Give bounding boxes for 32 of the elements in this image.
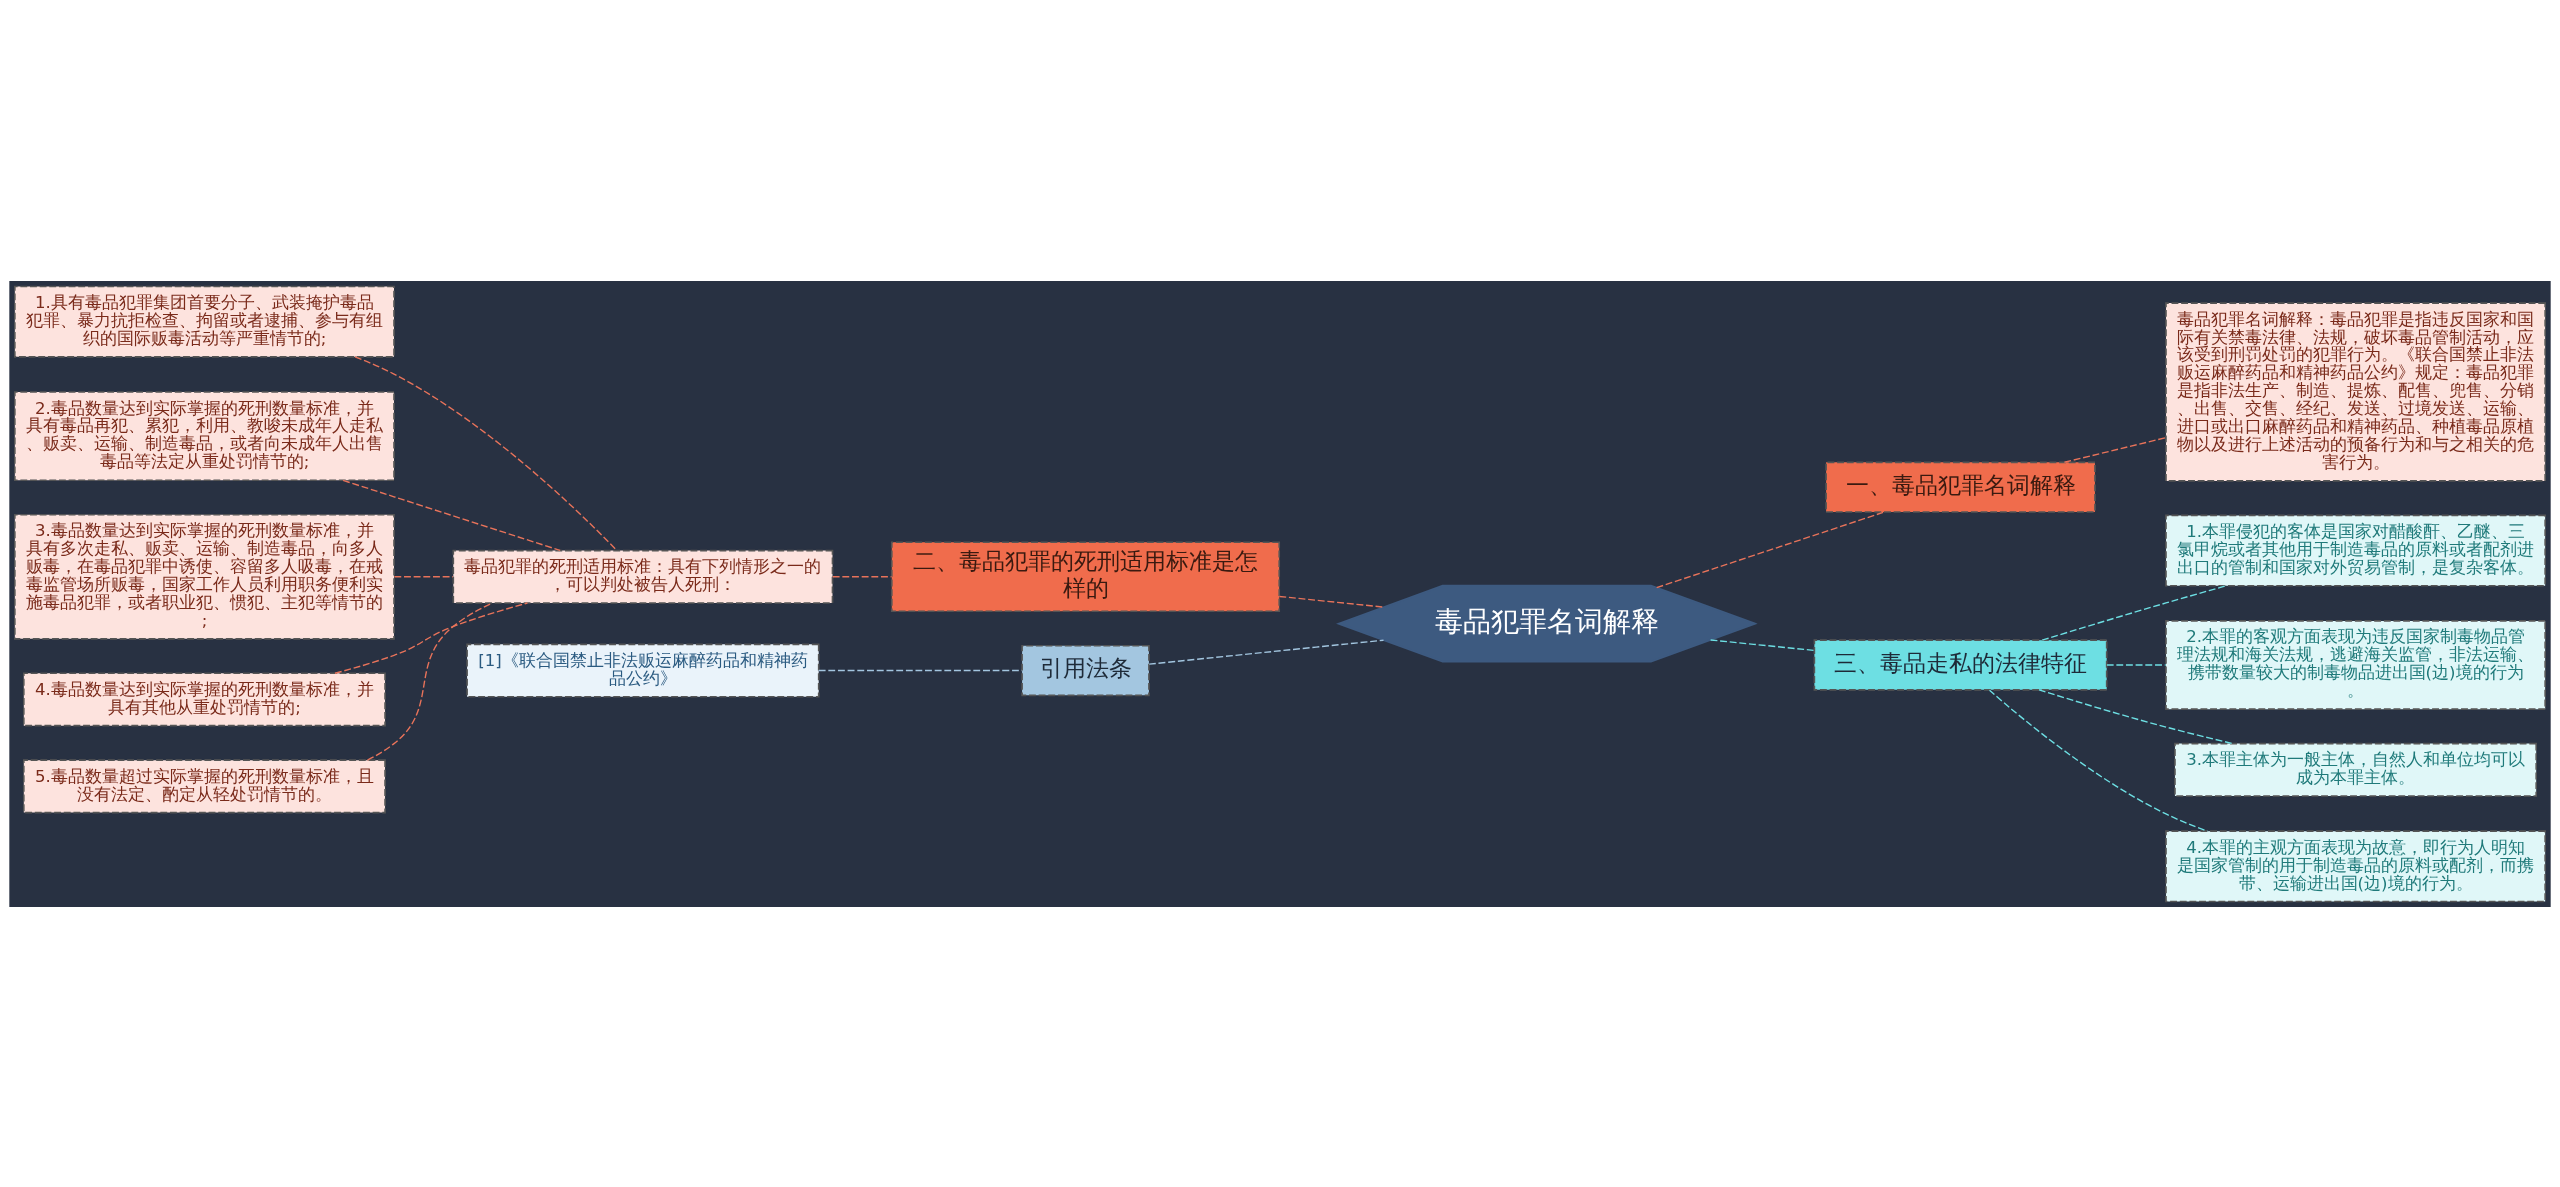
node-box: 三、毒品走私的法律特征 (1813, 638, 2108, 691)
connector (818, 669, 1023, 671)
node-box: 引用法条 (1021, 644, 1150, 696)
connector (393, 575, 454, 577)
node-box: 3.本罪主体为一般主体，自然人和单位均可以成为本罪主体。 (2174, 742, 2538, 797)
node-box: 5.毒品数量超过实际掌握的死刑数量标准，且没有法定、酌定从轻处罚情节的。 (22, 758, 386, 813)
node-box: 4.本罪的主观方面表现为故意，即行为人明知是国家管制的用于制造毒品的原料或配剂，而携带、运输进出国(边)境的行为。 (2165, 829, 2546, 902)
node-box: 2.本罪的客观方面表现为违反国家制毒物品管理法规和海关法规，逃避海关监管，非法运输、携带数量较大的制毒物品进出国(边)境的行为。 (2165, 619, 2546, 710)
node-box: 一、毒品犯罪名词解释 (1825, 461, 2096, 513)
connector (1278, 595, 1385, 608)
connector (1709, 638, 1815, 651)
node-box: 毒品犯罪名词解释：毒品犯罪是指违反国家和国际有关禁毒法律、法规，破坏毒品管制活动，应该受到刑罚处罚的犯罪行为。《联合国禁止非法贩运麻醉药品和精神药品公约》规定：毒品犯罪是指非法生产、制造、提炼、配售、兜售、分销、出售、交售、经纪、发送、过境发送、运输、进口或出口麻醉药品和精神药品、种植毒品原植物以及进行上述活动的预备行为和与之相关的危害行为。 (2165, 301, 2546, 482)
node-box: 1.本罪侵犯的客体是国家对醋酸酐、乙醚、三氯甲烷或者其他用于制造毒品的原料或者配剂进出口的管制和国家对外贸易管制，是复杂客体。 (2165, 514, 2546, 587)
connector (832, 575, 893, 577)
connector (342, 479, 561, 551)
node-box: 二、毒品犯罪的死刑适用标准是怎样的 (890, 540, 1281, 612)
connector (366, 601, 493, 761)
node-box: 4.毒品数量达到实际掌握的死刑数量标准，并具有其他从重处罚情节的; (22, 671, 386, 726)
node-box: [1]《联合国禁止非法贩运麻醉药品和精神药品公约》 (466, 643, 820, 698)
connector (2041, 584, 2227, 641)
connector (2063, 436, 2167, 463)
connector (354, 355, 618, 551)
connector (334, 601, 529, 674)
connector (1988, 689, 2209, 832)
node-box: 毒品犯罪的死刑适用标准：具有下列情形之一的，可以判处被告人死刑： (452, 549, 834, 604)
connector (2106, 663, 2167, 666)
connector (1148, 639, 1385, 665)
node-box: 1.具有毒品犯罪集团首要分子、武装掩护毒品犯罪、暴力抗拒检查、拘留或者逮捕、参与有组织的国际贩毒活动等严重情节的; (14, 285, 395, 358)
node-box: 3.毒品数量达到实际掌握的死刑数量标准，并具有多次走私、贩卖、运输、制造毒品，向多人贩毒，在毒品犯罪中诱使、容留多人吸毒，在戒毒监管场所贩毒，国家工作人员利用职务便利实施毒品犯罪，或者职业犯、惯犯、主犯等情节的; (14, 513, 395, 640)
connector (2038, 688, 2234, 744)
connector (1656, 510, 1885, 588)
node-box: 2.毒品数量达到实际掌握的死刑数量标准，并具有毒品再犯、累犯，利用、教唆未成年人走私、贩卖、运输、制造毒品，或者向未成年人出售毒品等法定从重处罚情节的; (14, 390, 395, 481)
